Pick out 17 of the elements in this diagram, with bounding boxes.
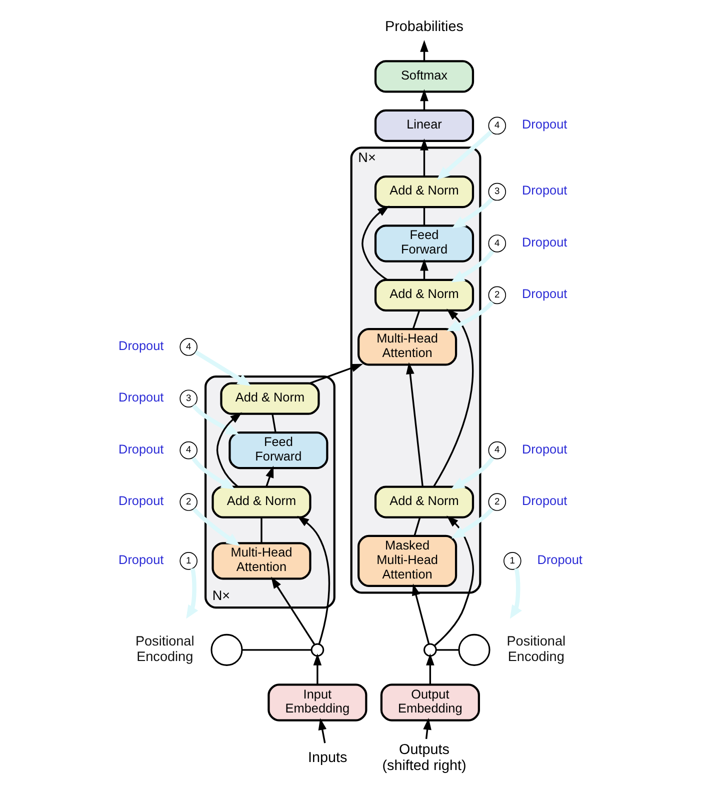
node-label: Dropout <box>118 492 164 508</box>
node-label: Dropout <box>118 338 164 353</box>
node-label: Positional Encoding <box>506 634 566 664</box>
node-text: Inputs <box>308 750 348 766</box>
node-label: Dropout <box>522 441 568 456</box>
node-label: Positional Encoding <box>135 634 194 664</box>
node-label: Dropout <box>522 182 568 198</box>
node-label: Dropout <box>118 552 164 567</box>
node-label: Dropout <box>537 552 582 567</box>
node-text: Outputs (shifted right) <box>382 742 466 774</box>
node-label: Dropout <box>522 234 568 250</box>
node-label: Dropout <box>522 492 568 508</box>
node-label: Dropout <box>118 441 164 456</box>
node-text: Probabilities <box>385 18 464 35</box>
node-label: Dropout <box>522 286 568 302</box>
node-label: Dropout <box>522 116 568 132</box>
node-label: Dropout <box>118 390 164 405</box>
